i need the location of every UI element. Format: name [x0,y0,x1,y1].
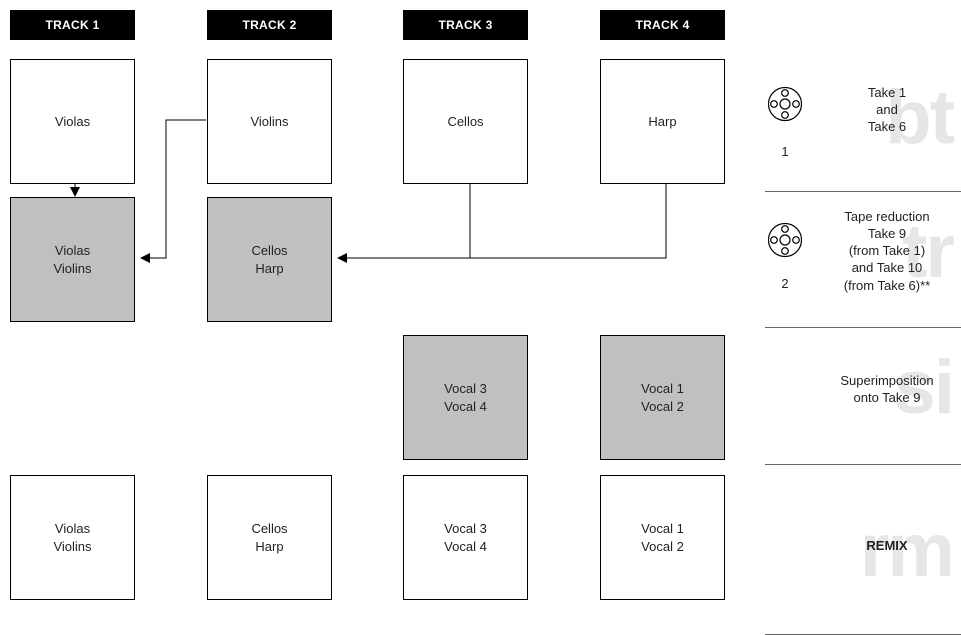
reel-number: 1 [781,144,789,159]
reel-number: 2 [781,276,789,291]
track-box-label: Vocal 1 Vocal 2 [641,520,684,554]
track-box-row4-track2: Cellos Harp [207,475,332,600]
track-box-label: Cellos [447,113,484,129]
track-box-row1-track3: Cellos [403,59,528,184]
track-box-label: Vocal 3 Vocal 4 [444,520,487,554]
track-box-label: Harp [648,113,677,129]
track-box-label: Violas Violins [53,242,92,276]
track-header-4: TRACK 4 [600,10,725,40]
stage-description: REMIX [866,538,908,553]
track-box-row3-track3: Vocal 3 Vocal 4 [403,335,528,460]
track-header-2: TRACK 2 [207,10,332,40]
track-box-row4-track4: Vocal 1 Vocal 2 [600,475,725,600]
arrow-violins-to-merge [140,119,206,263]
track-box-row1-track4: Harp [600,59,725,184]
track-box-row1-track2: Violins [207,59,332,184]
track-box-label: Violas [54,113,91,129]
stage-bt: bt 1 Take 1 and Take 6 [765,58,961,192]
stage-tr: tr 2 Tape reduction Take 9 (from Take 1) a… [765,192,961,328]
tape-reel-icon [767,86,803,127]
stage-abbreviation-watermark: rm [859,508,955,593]
stage-abbreviation-watermark: si [893,345,955,430]
tape-reel-icon [767,222,803,263]
track-box-row3-track4: Vocal 1 Vocal 2 [600,335,725,460]
track-box-row4-track3: Vocal 3 Vocal 4 [403,475,528,600]
signal-flow-lines [70,119,667,263]
track-header-1: TRACK 1 [10,10,135,40]
track-box-row2-track2: Cellos Harp [207,197,332,322]
stage-description: Take 1 and Take 6 [867,85,907,135]
track-box-row4-track1: Violas Violins [10,475,135,600]
track-box-label: Vocal 1 Vocal 2 [641,380,684,414]
arrow-cellos-to-merge [337,183,471,263]
track-box-label: Cellos Harp [251,242,288,276]
line-harp-to-merge [470,183,667,259]
stage-abbreviation-watermark: tr [902,209,955,294]
stage-description: Superimposition onto Take 9 [840,373,934,406]
track-box-label: Violas Violins [53,520,92,554]
four-track-recording-diagram: TRACK 1 TRACK 2 TRACK 3 TRACK 4 Violas Violi… [10,10,961,635]
track-header-3: TRACK 3 [403,10,528,40]
track-box-label: Violins [250,113,289,129]
track-box-label: Vocal 3 Vocal 4 [444,380,487,414]
track-box-row2-track1: Violas Violins [10,197,135,322]
track-box-label: Cellos Harp [251,520,288,554]
stage-description: Tape reduction Take 9 (from Take 1) and … [843,209,931,293]
stage-abbreviation-watermark: bt [885,75,955,160]
track-box-row1-track1: Violas [10,59,135,184]
